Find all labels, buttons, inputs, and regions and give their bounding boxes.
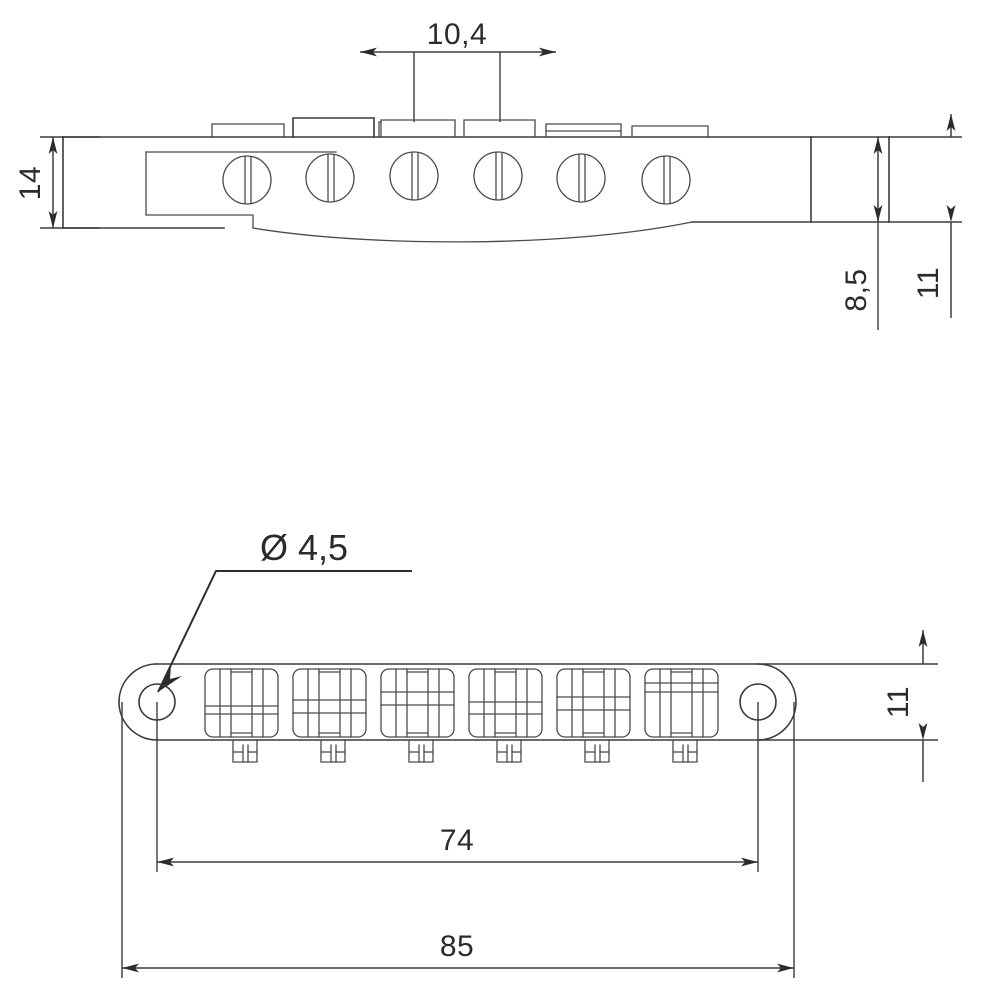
dimension-value-11-front: 11 <box>912 267 945 299</box>
saddle-plan-item <box>468 668 543 763</box>
saddle-plan-item <box>556 668 631 763</box>
saddle-plan-group <box>204 668 719 763</box>
bottom-plan-view: Ø 4,5 <box>118 527 938 978</box>
dimension-value-11-plan: 11 <box>882 686 915 718</box>
dimension-value-14: 14 <box>14 166 47 200</box>
screw-head-icon <box>556 153 606 203</box>
front-elevation-view: 10,4 14 8,5 11 <box>14 18 962 330</box>
saddle-plan-item <box>380 668 455 763</box>
dimension-body-height-right: 11 <box>889 114 962 318</box>
intonation-screw-group <box>222 151 691 205</box>
dimension-saddle-spacing: 10,4 <box>360 18 556 122</box>
saddle-tab-group <box>211 117 709 138</box>
screw-head-icon <box>305 153 355 203</box>
radius-bottom-edge <box>252 221 693 243</box>
screw-head-icon <box>473 151 523 201</box>
dimension-post-height-low: 8,5 <box>840 137 883 330</box>
screw-head-icon <box>641 155 691 205</box>
saddle-plan-item <box>204 668 279 763</box>
dimension-value-85: 85 <box>440 930 474 963</box>
dimension-overall-length: 85 <box>121 702 795 978</box>
dimension-value-10-4: 10,4 <box>427 18 487 51</box>
dimension-plate-width: 11 <box>758 630 938 782</box>
screw-head-icon <box>389 151 439 201</box>
dimension-post-hole-diameter: Ø 4,5 <box>157 527 412 693</box>
left-recess-outline <box>145 151 337 229</box>
leader-arrowhead <box>158 665 182 692</box>
screw-head-icon <box>222 155 272 205</box>
saddle-plan-item <box>644 668 719 763</box>
dimension-value-8-5: 8,5 <box>840 268 873 311</box>
dimension-value-diameter-4-5: Ø 4,5 <box>260 527 348 568</box>
saddle-plan-item <box>292 668 367 763</box>
dimension-body-height: 14 <box>14 136 100 229</box>
dimension-post-spacing: 74 <box>156 702 759 872</box>
dimension-value-74: 74 <box>440 824 474 857</box>
